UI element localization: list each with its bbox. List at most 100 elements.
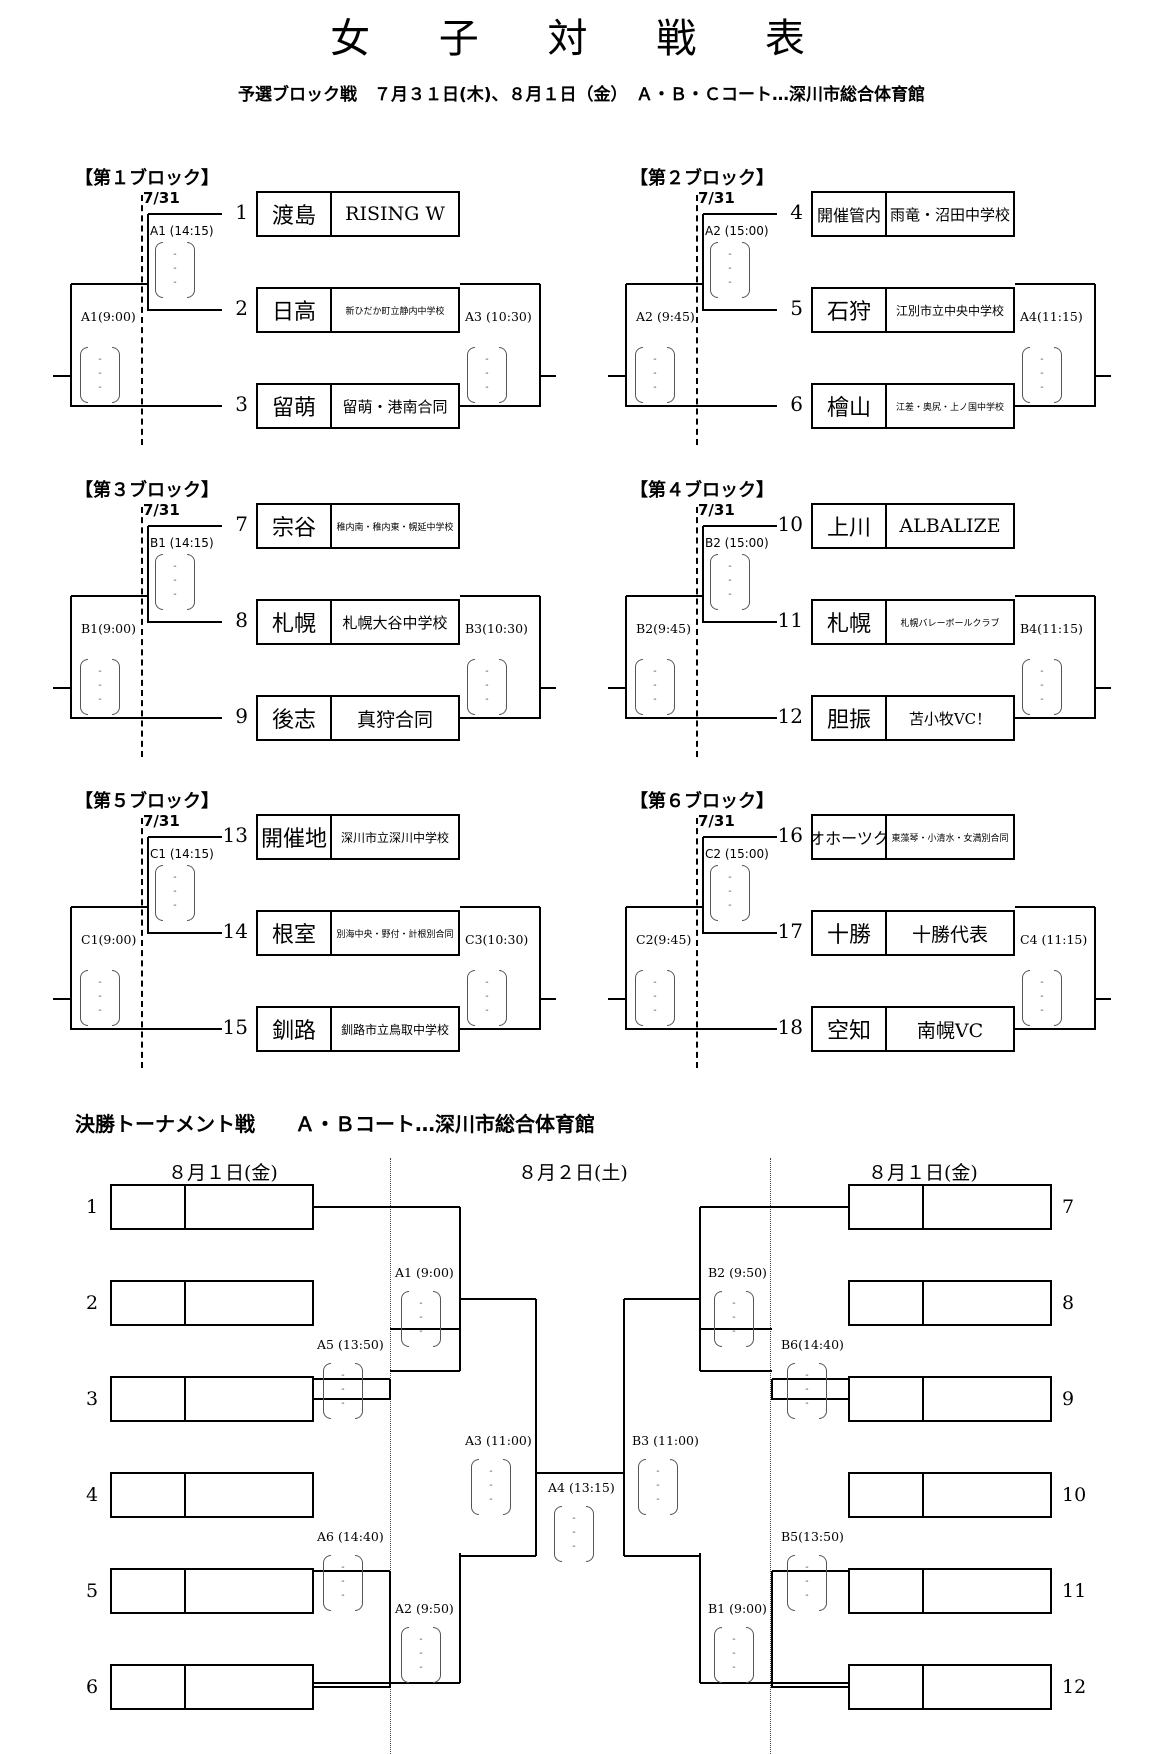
- finals-seed-right: 9: [1062, 1388, 1075, 1410]
- score-dash: -: [1040, 977, 1044, 988]
- team-region: 札幌: [258, 601, 332, 643]
- bracket-line: [71, 906, 148, 908]
- score-dash: -: [656, 1466, 660, 1477]
- slot-divider: [922, 1378, 924, 1420]
- score-right: ---: [1022, 970, 1062, 1026]
- bracket-left-icon: [1022, 347, 1030, 403]
- score-dash: -: [341, 1590, 345, 1601]
- team-seed-number: 16: [777, 823, 803, 847]
- score-dash: -: [1040, 1005, 1044, 1016]
- date-cutoff-line: [696, 195, 698, 445]
- team-entry: 胆振苫小牧VC！: [811, 695, 1015, 741]
- bracket-line: [626, 405, 777, 407]
- bracket-line: [771, 1379, 773, 1400]
- team-region: 檜山: [813, 385, 887, 427]
- finals-slot-left: [110, 1376, 314, 1422]
- bracket-left-icon: [80, 347, 88, 403]
- bracket-line: [702, 837, 704, 934]
- bracket-left-icon: [155, 554, 163, 610]
- score-dash: -: [98, 354, 102, 365]
- score-top: ---: [155, 554, 195, 610]
- team-region: 石狩: [813, 289, 887, 331]
- bracket-line: [1015, 717, 1095, 719]
- bracket-left-icon: [710, 242, 718, 298]
- bracket-left-icon: [1022, 970, 1030, 1026]
- bracket-line: [459, 1553, 461, 1683]
- bracket-line: [460, 405, 540, 407]
- bracket-right-icon: [667, 347, 675, 403]
- score-dash: -: [98, 382, 102, 393]
- score-dash: -: [419, 1326, 423, 1337]
- team-region: 胆振: [813, 697, 887, 739]
- bracket-right-icon: [499, 659, 507, 715]
- score-dash: -: [419, 1298, 423, 1309]
- block-label: 【第１ブロック】: [75, 168, 219, 189]
- preliminary-subtitle: 予選ブロック戦 ７月３１日(木)、８月１日（金） Ａ・Ｂ・Ｃコート…深川市総合体…: [237, 85, 926, 105]
- bracket-left-icon: [401, 1627, 409, 1683]
- team-entry: 宗谷稚内南・稚内東・幌延中学校: [256, 503, 460, 549]
- slot-divider: [184, 1186, 186, 1228]
- bracket-line: [460, 717, 540, 719]
- score-dash: -: [173, 900, 177, 911]
- score-dash: -: [341, 1576, 345, 1587]
- bracket-right-icon: [819, 1363, 827, 1419]
- finals-slot-left: [110, 1280, 314, 1326]
- score-dash: -: [173, 886, 177, 897]
- score-a5: ---: [323, 1363, 363, 1419]
- score-dash: -: [98, 666, 102, 677]
- finals-title: 決勝トーナメント戦 Ａ・Ｂコート…深川市総合体育館: [75, 1112, 595, 1136]
- bracket-line: [703, 621, 777, 623]
- team-region: 渡島: [258, 193, 332, 235]
- bracket-line: [539, 284, 541, 407]
- bracket-line: [702, 526, 704, 623]
- date-cutoff-line: [141, 195, 143, 445]
- bracket-line: [1095, 375, 1111, 377]
- score-dash: -: [805, 1384, 809, 1395]
- bracket-line: [71, 405, 222, 407]
- bracket-left-icon: [635, 659, 643, 715]
- score-dash: -: [805, 1370, 809, 1381]
- team-entry: 日高新ひだか町立静内中学校: [256, 287, 460, 333]
- block-date: 7/31: [698, 501, 735, 519]
- bracket-left-icon: [787, 1555, 795, 1611]
- block-label: 【第４ブロック】: [630, 480, 774, 501]
- match-label-right: C3(10:30): [465, 932, 529, 947]
- score-dash: -: [485, 977, 489, 988]
- team-entry: 十勝十勝代表: [811, 910, 1015, 956]
- team-entry: 石狩江別市立中央中学校: [811, 287, 1015, 333]
- finals-slot-right: [848, 1664, 1052, 1710]
- score-dash: -: [572, 1513, 576, 1524]
- match-label-a5: A5 (13:50): [317, 1337, 384, 1352]
- score-dash: -: [419, 1648, 423, 1659]
- bracket-line: [147, 526, 149, 623]
- bracket-line: [626, 906, 703, 908]
- bracket-line: [624, 1298, 700, 1300]
- match-label-top: C1 (14:15): [150, 847, 214, 861]
- bracket-right-icon: [742, 242, 750, 298]
- team-seed-number: 15: [222, 1015, 248, 1039]
- bracket-left-icon: [467, 970, 475, 1026]
- score-dash: -: [489, 1494, 493, 1505]
- finals-seed-right: 11: [1062, 1580, 1087, 1602]
- bracket-line: [772, 1398, 848, 1400]
- team-seed-number: 5: [790, 296, 803, 320]
- bracket-line: [703, 932, 777, 934]
- bracket-left-icon: [1022, 659, 1030, 715]
- score-dash: -: [653, 991, 657, 1002]
- score-dash: -: [341, 1562, 345, 1573]
- bracket-right-icon: [819, 1555, 827, 1611]
- bracket-line: [71, 283, 148, 285]
- block-date: 7/31: [143, 501, 180, 519]
- bracket-line: [460, 1028, 540, 1030]
- score-dash: -: [419, 1634, 423, 1645]
- score-b2: ---: [714, 1291, 754, 1347]
- bracket-line: [314, 1682, 460, 1684]
- bracket-left-icon: [635, 970, 643, 1026]
- team-region: 空知: [813, 1008, 887, 1050]
- match-label-left: A2 (9:45): [636, 309, 695, 324]
- bracket-line: [703, 213, 777, 215]
- score-a6: - - -: [323, 1555, 363, 1611]
- day-divider: [770, 1158, 771, 1754]
- team-name: 留萌・港南合同: [342, 397, 448, 416]
